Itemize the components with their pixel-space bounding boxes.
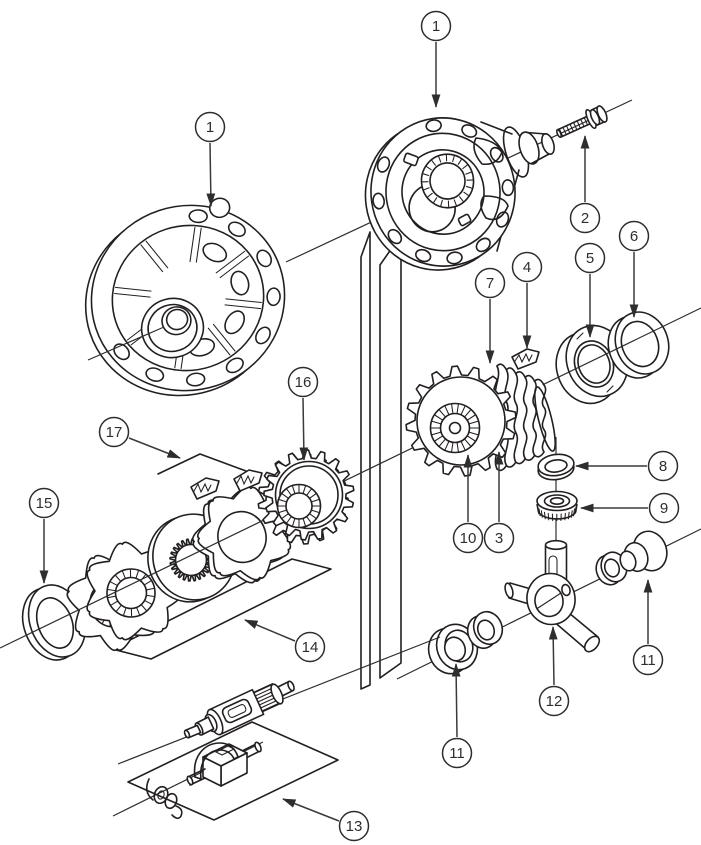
callout-label: 17 <box>106 424 123 441</box>
callout-6: 6 <box>618 220 650 318</box>
callout-label: 16 <box>295 374 312 391</box>
differential-case-cover <box>84 197 286 397</box>
callout-label: 4 <box>523 259 531 276</box>
differential-case <box>364 117 555 271</box>
differential-spider <box>504 539 601 653</box>
flange-bolt <box>556 105 608 139</box>
pinion-shaft <box>183 680 295 739</box>
thrust-washers-11-left <box>427 610 504 675</box>
callout-label: 3 <box>495 530 503 547</box>
callout-label: 1 <box>432 18 440 35</box>
callout-7: 7 <box>474 267 506 364</box>
side-gear-clutch-cluster <box>405 363 556 477</box>
callout-17: 17 <box>98 416 181 459</box>
callout-1-left: 1 <box>194 111 226 207</box>
callout-label: 11 <box>449 745 465 762</box>
callout-3: 3 <box>483 451 515 554</box>
callout-label: 5 <box>586 250 594 267</box>
callout-label: 14 <box>302 639 319 656</box>
diagram-artwork <box>0 99 701 821</box>
callout-15: 15 <box>28 487 60 584</box>
callout-label: 13 <box>346 818 363 835</box>
callout-label: 11 <box>640 652 656 669</box>
callout-label: 2 <box>581 210 589 227</box>
case-flange <box>364 117 516 271</box>
callout-13: 13 <box>282 798 370 842</box>
callout-14: 14 <box>244 619 326 663</box>
callout-label: 8 <box>659 458 667 475</box>
callout-16: 16 <box>287 366 319 461</box>
callout-11-left: 11 <box>441 663 473 769</box>
callout-9: 9 <box>580 492 680 524</box>
callout-11-right: 11 <box>632 579 664 676</box>
thrust-washer-11-right <box>595 551 628 586</box>
callout-10: 10 <box>452 454 484 554</box>
retainer-clip-group-outline <box>157 453 247 475</box>
lock-group-outline <box>127 721 339 821</box>
callout-12: 12 <box>538 626 570 717</box>
callout-label: 10 <box>460 530 477 547</box>
retainer-clip-4 <box>511 348 540 370</box>
bearing-cup-11 <box>619 530 668 573</box>
thrust-washer-8 <box>537 453 575 481</box>
callout-label: 15 <box>36 495 53 512</box>
spring-clip <box>145 778 183 820</box>
callout-label: 6 <box>630 228 638 245</box>
callout-1-right: 1 <box>420 10 452 108</box>
callout-8: 8 <box>575 450 679 482</box>
clutch-hub-gear <box>257 449 355 545</box>
callout-label: 12 <box>546 693 563 710</box>
pinion-gear-9 <box>536 490 578 522</box>
axis-line-main <box>0 307 701 649</box>
callout-label: 9 <box>660 500 668 517</box>
callout-4: 4 <box>511 251 543 349</box>
callout-label: 7 <box>486 275 494 292</box>
callout-2: 2 <box>569 135 601 234</box>
clutch-pack-group-outline <box>111 558 332 660</box>
retainer-clips-17 <box>190 469 263 500</box>
callout-5: 5 <box>574 242 606 338</box>
lock-block-assembly <box>186 741 262 787</box>
callout-label: 1 <box>206 119 214 136</box>
